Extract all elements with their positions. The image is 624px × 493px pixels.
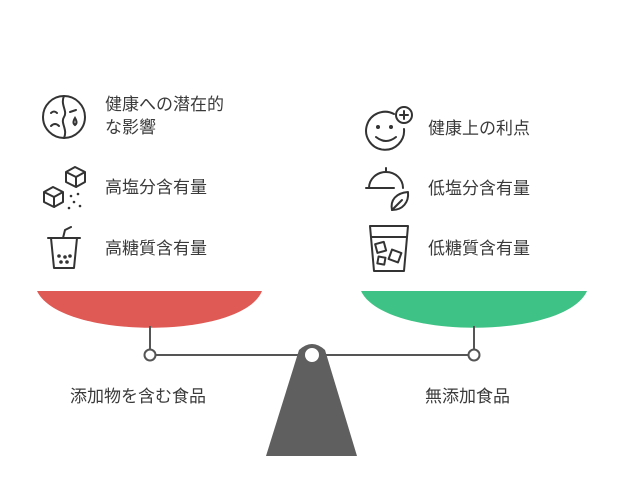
- right-label-low-salt: 低塩分含有量: [428, 179, 530, 199]
- worried-face-icon: [42, 95, 86, 139]
- right-label-low-sugar: 低糖質含有量: [428, 239, 530, 259]
- left-label-health-impact-line2: な影響: [105, 118, 156, 138]
- salt-cubes-icon: [43, 166, 86, 210]
- right-beam-end: [467, 348, 481, 362]
- right-label-health-benefits: 健康上の利点: [428, 119, 530, 139]
- happy-face-plus-icon: [365, 106, 413, 151]
- right-caption-additive-free-foods: 無添加食品: [425, 387, 510, 407]
- ice-glass-icon: [369, 225, 409, 272]
- left-caption-additive-foods: 添加物を含む食品: [70, 387, 206, 407]
- left-beam-end: [143, 348, 157, 362]
- fulcrum-pivot: [303, 346, 321, 364]
- right-pan: [361, 291, 587, 328]
- left-label-health-impact-line1: 健康への潜在的: [105, 95, 224, 115]
- left-label-high-salt: 高塩分含有量: [105, 178, 207, 198]
- sugary-drink-icon: [47, 226, 81, 269]
- cloche-leaf-icon: [365, 167, 410, 211]
- fulcrum: [266, 344, 357, 456]
- left-label-high-sugar: 高糖質含有量: [105, 239, 207, 259]
- left-pan: [37, 291, 262, 328]
